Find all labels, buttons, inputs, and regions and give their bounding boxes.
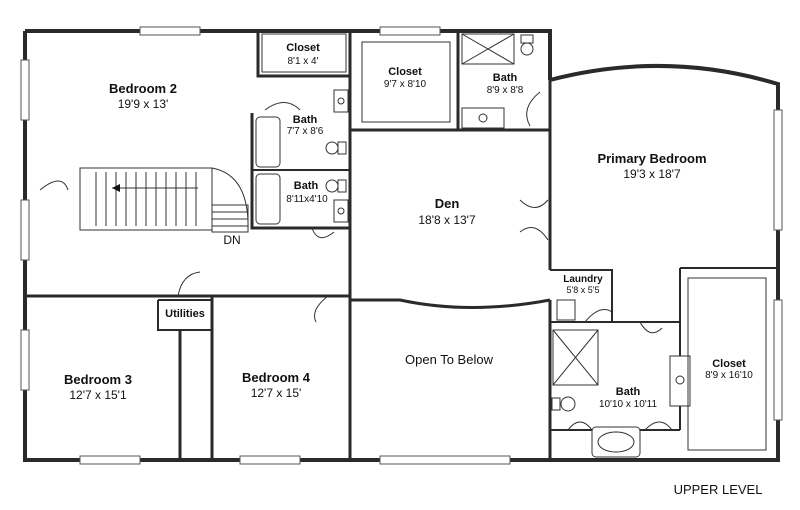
stair-dn-label: DN [223,233,240,247]
bedroom2-name: Bedroom 2 [109,81,177,96]
bath-primary-name: Bath [616,386,641,398]
laundry-name: Laundry [563,274,603,285]
primary-name: Primary Bedroom [597,151,706,166]
bath-top-name: Bath [493,72,518,84]
interior-walls [25,31,778,460]
bedroom3-dims: 12'7 x 15'1 [69,388,127,402]
bedroom4-name: Bedroom 4 [242,370,311,385]
closet-den-name: Closet [388,66,422,78]
den-dims: 18'8 x 13'7 [418,213,476,227]
primary-dims: 19'3 x 18'7 [623,167,681,181]
fixtures [255,33,767,458]
den-name: Den [435,196,460,211]
bath-hall-name: Bath [294,180,319,192]
bedroom3-name: Bedroom 3 [64,372,132,387]
closet-bed2-name: Closet [286,42,320,54]
open-to-below-label: Open To Below [405,352,494,367]
bath-top-dims: 8'9 x 8'8 [487,85,524,96]
doors [39,91,673,431]
plan-level-label: UPPER LEVEL [674,482,763,497]
bath-bed2-name: Bath [293,114,318,126]
closet-primary-name: Closet [712,358,746,370]
closet-bed2-dims: 8'1 x 4' [287,56,318,67]
windows [20,26,783,465]
room-labels: Bedroom 2 19'9 x 13' Closet 8'1 x 4' Bat… [64,42,762,497]
bath-bed2-dims: 7'7 x 8'6 [287,126,324,137]
bedroom2-dims: 19'9 x 13' [118,97,169,111]
staircase [79,167,249,233]
bath-hall-dims: 8'11x4'10 [286,194,328,205]
closet-den-dims: 9'7 x 8'10 [384,79,427,90]
bath-primary-dims: 10'10 x 10'11 [599,399,658,410]
bedroom4-dims: 12'7 x 15' [251,386,302,400]
utilities-name: Utilities [165,308,205,320]
laundry-dims: 5'8 x 5'5 [567,285,600,295]
closet-primary-dims: 8'9 x 16'10 [705,370,753,381]
